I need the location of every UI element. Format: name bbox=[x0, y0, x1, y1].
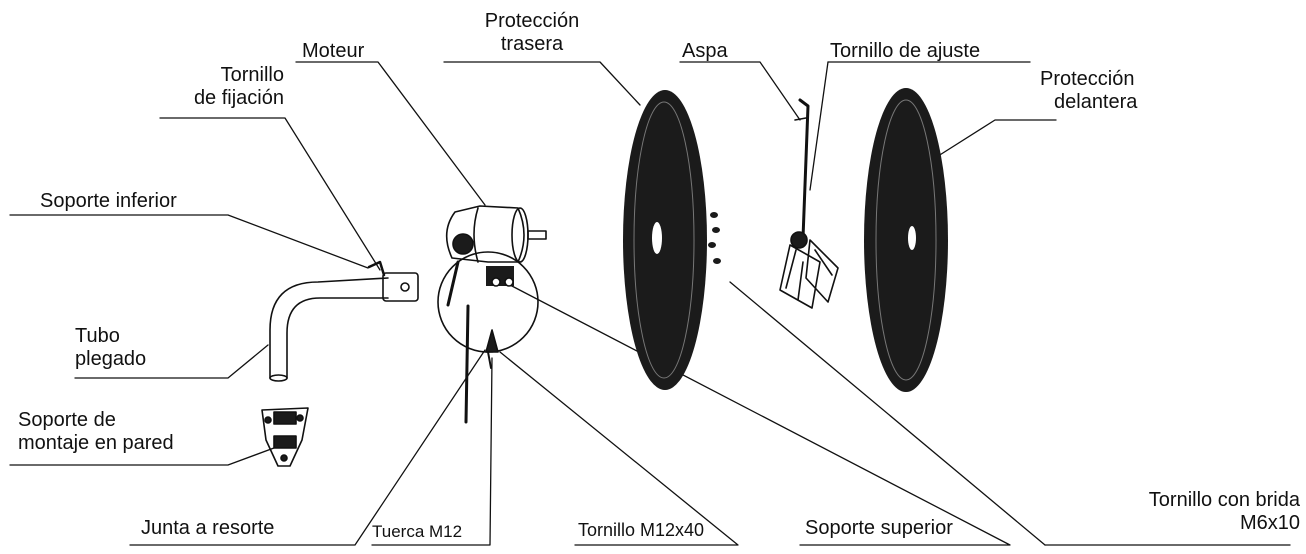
rear-guard bbox=[623, 90, 707, 390]
label-aspa: Aspa bbox=[682, 40, 728, 62]
label-tornillo-m12x40: Tornillo M12x40 bbox=[578, 520, 705, 540]
label-soporte-inferior: Soporte inferior bbox=[40, 190, 177, 212]
label-junta-resorte: Junta a resorte bbox=[141, 517, 275, 539]
bent-tube bbox=[269, 260, 419, 382]
motor bbox=[437, 205, 547, 424]
label-soporte-superior: Soporte superior bbox=[805, 517, 953, 539]
blade bbox=[779, 98, 839, 309]
front-guard bbox=[864, 88, 948, 392]
label-tornillo-ajuste: Tornillo de ajuste bbox=[830, 40, 981, 62]
label-tuerca-m12: Tuerca M12 bbox=[372, 522, 463, 541]
label-moteur: Moteur bbox=[302, 40, 365, 62]
flange-screws bbox=[708, 212, 721, 264]
wall-mount-bracket bbox=[261, 407, 309, 467]
